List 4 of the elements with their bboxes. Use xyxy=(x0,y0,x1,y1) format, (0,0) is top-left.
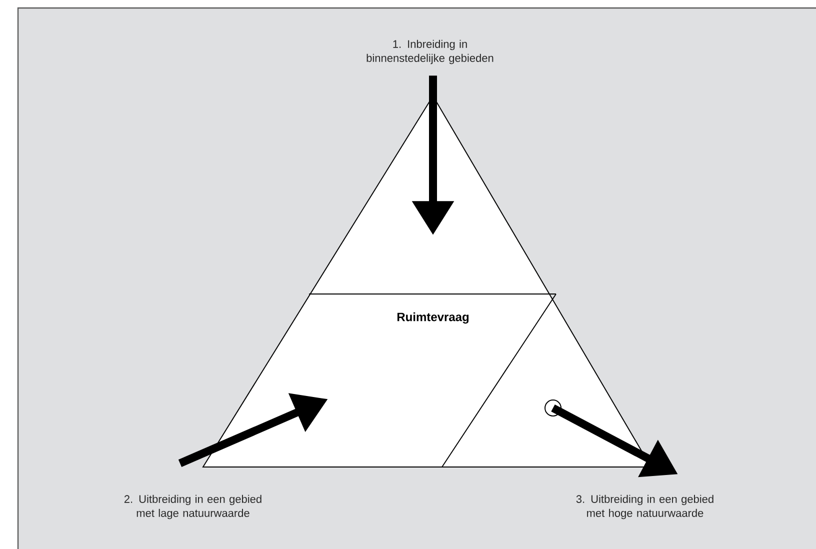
caption-text: 3. Uitbreiding in een gebied met hoge natuurwaarde xyxy=(576,494,714,520)
small-circle xyxy=(544,400,562,416)
caption-text: 2. Uitbreiding in een gebied met lage natuurwaarde xyxy=(124,494,262,520)
caption-text: 1. Inbreiding in binnenstedelijke gebieden xyxy=(366,40,494,64)
